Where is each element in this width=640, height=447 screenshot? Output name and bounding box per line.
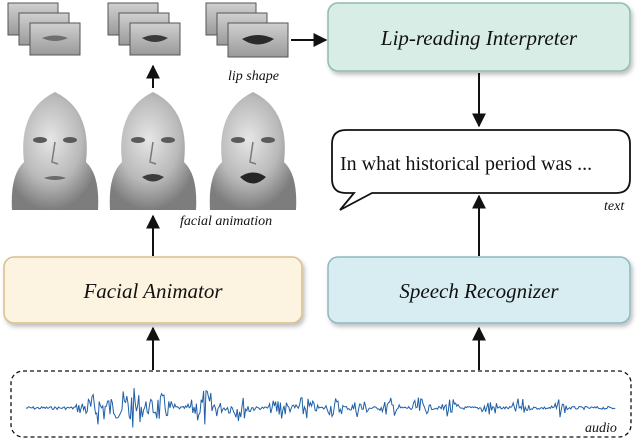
caption-text: text (604, 199, 625, 214)
mouth-stack-1 (7, 2, 81, 56)
face-2 (109, 92, 197, 210)
face-mesh-icon (11, 92, 99, 210)
face-mesh-icon (109, 92, 197, 210)
facial-animator-label: Facial Animator (82, 279, 223, 303)
caption-audio: audio (585, 421, 617, 436)
facial-animator-box: Facial Animator (3, 256, 303, 324)
face-3 (209, 92, 297, 210)
audio-panel: audio (10, 370, 632, 438)
mouth-stack-2 (107, 2, 181, 56)
mouth-stack-3 (205, 2, 289, 58)
mouth-crop-icon (7, 2, 81, 56)
caption-lip-shape: lip shape (228, 69, 279, 84)
speech-recognizer-box: Speech Recognizer (327, 256, 631, 324)
mouth-crop-icon (205, 2, 289, 58)
audio-waveform-icon (25, 388, 616, 428)
lip-reading-interpreter-label: Lip-reading Interpreter (380, 26, 578, 50)
speech-bubble-text: In what historical period was ... (340, 153, 592, 175)
mouth-crop-icon (107, 2, 181, 56)
face-1 (11, 92, 99, 210)
speech-bubble: In what historical period was ... (331, 129, 631, 211)
speech-recognizer-label: Speech Recognizer (399, 279, 559, 303)
lip-reading-interpreter-box: Lip-reading Interpreter (327, 2, 631, 72)
caption-facial-animation: facial animation (180, 214, 272, 229)
face-mesh-icon (209, 92, 297, 210)
